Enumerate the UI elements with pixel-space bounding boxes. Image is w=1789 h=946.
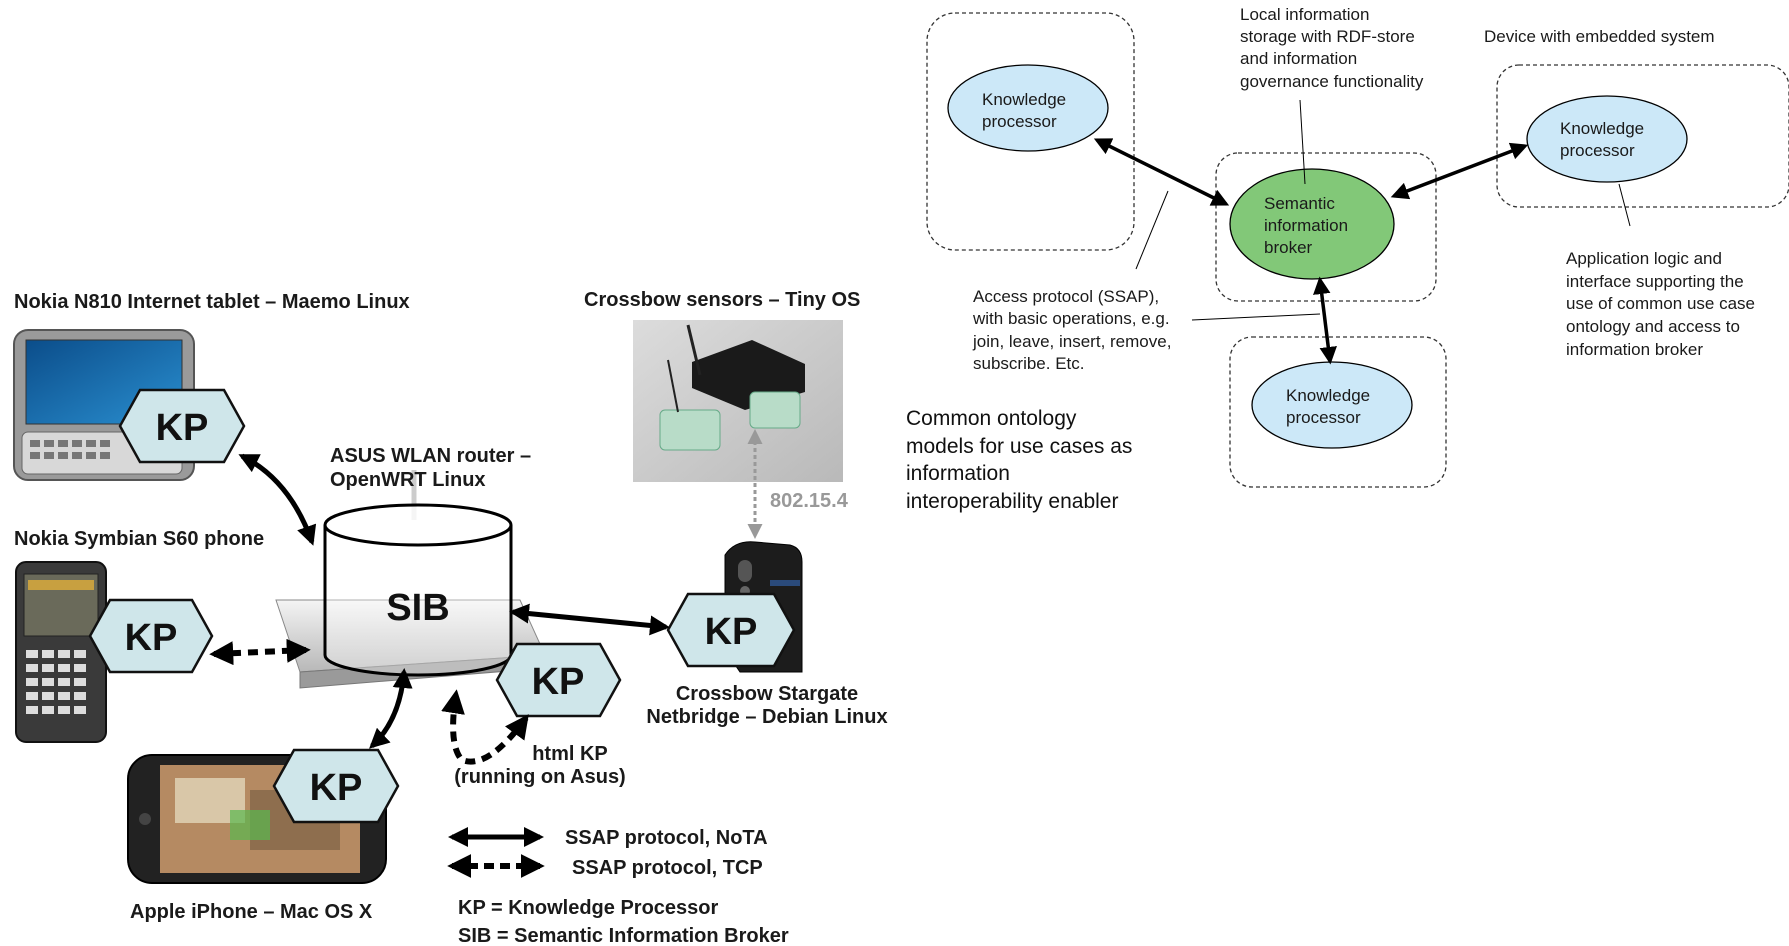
svg-text:KP: KP	[125, 617, 178, 659]
leader-lines	[1135, 99, 1631, 321]
asus-router-label-2: OpenWRT Linux	[330, 469, 486, 491]
svg-text:broker: broker	[1264, 238, 1313, 257]
svg-text:with basic operations, e.g.: with basic operations, e.g.	[972, 309, 1170, 328]
svg-text:Knowledge: Knowledge	[1286, 386, 1370, 405]
kp-hexagon-n810: KP	[118, 388, 246, 464]
apple-iphone-label: Apple iPhone – Mac OS X	[130, 901, 373, 923]
kp-ellipse-right-text: Knowledge processor	[1560, 119, 1644, 160]
legend-ssap-nota: SSAP protocol, NoTA	[565, 827, 768, 849]
sib-ellipse	[1229, 168, 1395, 280]
apple-iphone-image	[127, 754, 387, 884]
svg-text:join, leave, insert, remove,: join, leave, insert, remove,	[972, 332, 1171, 351]
arrow-html-sib	[441, 689, 529, 765]
svg-text:processor: processor	[1560, 141, 1635, 160]
svg-text:and information: and information	[1240, 49, 1357, 68]
sib-label: SIB	[386, 587, 449, 629]
storage-note: Local information storage with RDF-store…	[1240, 5, 1424, 91]
app-note: Application logic and interface supporti…	[1566, 249, 1755, 359]
arrow-n810-sib	[238, 453, 317, 546]
svg-text:information broker: information broker	[1566, 340, 1703, 359]
kp-ellipse-right	[1526, 95, 1688, 183]
nokia-symbian-label: Nokia Symbian S60 phone	[14, 528, 264, 550]
svg-text:Local information: Local information	[1240, 5, 1369, 24]
svg-text:governance functionality: governance functionality	[1240, 72, 1424, 91]
sib-cylinder	[323, 503, 513, 677]
arrow-kp-top-left-sib	[1093, 138, 1230, 206]
nokia-n810-label: Nokia N810 Internet tablet – Maemo Linux	[14, 291, 410, 313]
html-kp-label-2: (running on Asus)	[454, 766, 625, 788]
kp-ellipse-bottom	[1251, 361, 1413, 449]
svg-text:KP: KP	[156, 407, 209, 449]
svg-text:processor: processor	[982, 112, 1057, 131]
sib-ellipse-text: Semantic information broker	[1264, 194, 1348, 257]
legend-ssap-tcp: SSAP protocol, TCP	[572, 857, 763, 879]
svg-text:Semantic: Semantic	[1264, 194, 1335, 213]
access-note: Access protocol (SSAP), with basic opera…	[972, 287, 1171, 373]
arrow-iphone-sib	[369, 668, 413, 749]
kp-ellipse-bottom-text: Knowledge processor	[1286, 386, 1370, 427]
arrow-sib-kp-bottom	[1313, 276, 1337, 365]
crossbow-sensors-image	[633, 320, 843, 482]
left-arrows	[209, 429, 763, 765]
legend: SSAP protocol, NoTA SSAP protocol, TCP K…	[447, 827, 789, 946]
svg-text:ontology and access to: ontology and access to	[1566, 317, 1740, 336]
svg-text:processor: processor	[1286, 408, 1361, 427]
svg-text:Knowledge: Knowledge	[1560, 119, 1644, 138]
svg-text:models for use cases as: models for use cases as	[906, 435, 1132, 458]
kp-hexagon-html: KP	[495, 642, 622, 718]
svg-text:Common ontology: Common ontology	[906, 407, 1077, 430]
svg-text:Access protocol (SSAP),: Access protocol (SSAP),	[973, 287, 1159, 306]
nokia-n810-image	[13, 329, 195, 481]
arrow-sib-stargate	[509, 603, 670, 636]
zigbee-label: 802.15.4	[770, 490, 849, 512]
device-box-bottom	[1229, 336, 1447, 488]
legend-sib-def: SIB = Semantic Information Broker	[458, 925, 789, 946]
svg-text:Knowledge: Knowledge	[982, 90, 1066, 109]
kp-ellipse-top-left-text: Knowledge processor	[982, 90, 1066, 131]
svg-text:use of common use case: use of common use case	[1566, 294, 1755, 313]
arrow-sib-kp-right	[1390, 142, 1529, 200]
svg-text:interface supporting the: interface supporting the	[1566, 272, 1744, 291]
ontology-note: Common ontology models for use cases as …	[906, 407, 1132, 513]
svg-text:interoperability enabler: interoperability enabler	[906, 490, 1118, 513]
stargate-label-1: Crossbow Stargate	[676, 683, 858, 705]
crossbow-sensors-label: Crossbow sensors – Tiny OS	[584, 289, 860, 311]
svg-text:KP: KP	[705, 611, 758, 653]
kp-hexagon-iphone: KP	[272, 748, 400, 824]
svg-text:storage with RDF-store: storage with RDF-store	[1240, 27, 1415, 46]
svg-text:KP: KP	[310, 767, 363, 809]
arrow-symbian-sib	[209, 638, 311, 666]
html-kp-label-1: html KP	[532, 743, 608, 765]
asus-router-label-1: ASUS WLAN router –	[330, 445, 531, 467]
kp-hexagon-symbian: KP	[88, 598, 214, 674]
svg-text:subscribe. Etc.: subscribe. Etc.	[973, 354, 1085, 373]
svg-text:KP: KP	[532, 661, 585, 703]
svg-text:information: information	[906, 462, 1010, 485]
stargate-label-2: Netbridge – Debian Linux	[646, 706, 887, 728]
svg-text:Application logic and: Application logic and	[1566, 249, 1722, 268]
svg-text:information: information	[1264, 216, 1348, 235]
kp-hexagon-stargate: KP	[666, 592, 796, 668]
kp-ellipse-top-left	[947, 64, 1109, 152]
device-note: Device with embedded system	[1484, 27, 1715, 46]
nokia-symbian-image	[15, 561, 107, 743]
right-arrows	[1093, 138, 1529, 365]
legend-kp-def: KP = Knowledge Processor	[458, 897, 718, 919]
